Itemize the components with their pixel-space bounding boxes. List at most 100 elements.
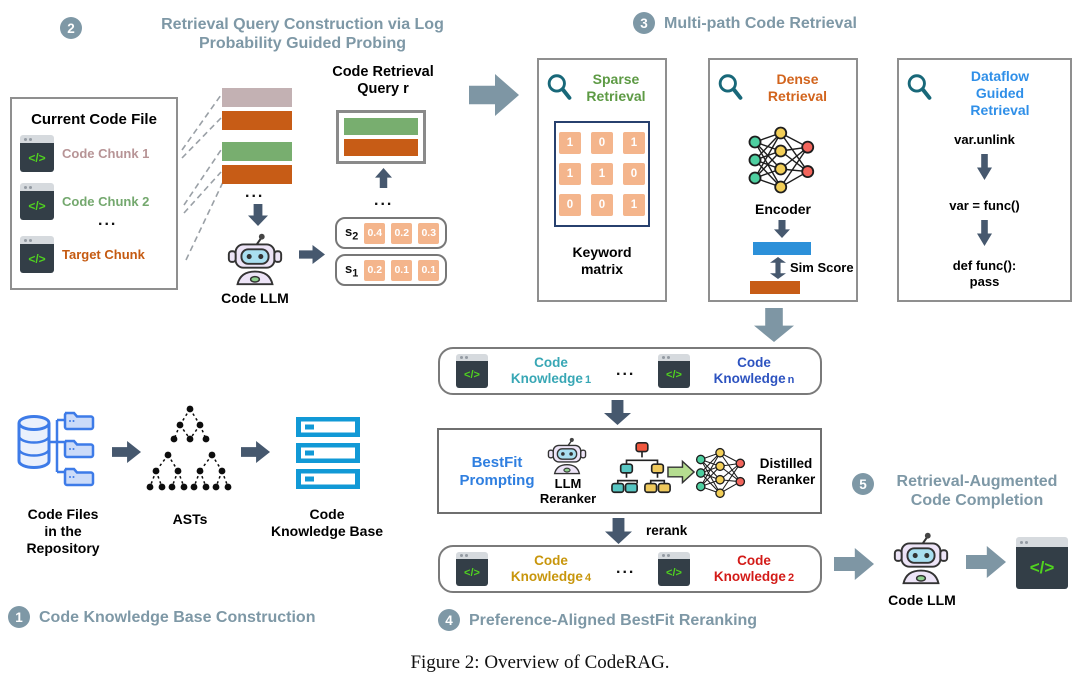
current-code-file-title: Current Code File bbox=[31, 111, 157, 128]
magnifier-icon bbox=[546, 72, 573, 102]
sim-score-arrow bbox=[770, 257, 786, 279]
completion-code-llm-robot-icon bbox=[890, 526, 952, 588]
code-window-icon: </> bbox=[20, 183, 54, 220]
scores-ellipsis: ... bbox=[374, 192, 394, 209]
code-embedding-bar bbox=[750, 281, 800, 294]
code-window-icon: </> bbox=[456, 354, 488, 388]
encoder-label: Encoder bbox=[754, 201, 811, 217]
distilled-reranker-network-icon bbox=[693, 446, 749, 500]
query-embedding-bar bbox=[753, 242, 811, 255]
section-2-title: Retrieval Query Construction via Log Pro… bbox=[161, 16, 444, 52]
arrow-files-to-asts bbox=[112, 441, 141, 463]
big-arrow-llm-to-output bbox=[966, 546, 1006, 578]
section-3-badge: 3 bbox=[633, 12, 655, 34]
score-cell: 0.1 bbox=[418, 259, 440, 281]
arrow-asts-to-kb bbox=[241, 441, 270, 463]
code-window-icon: </> bbox=[20, 135, 54, 172]
code-window-icon: </> bbox=[456, 552, 488, 586]
chunk-bar-orange-2 bbox=[222, 165, 292, 184]
preference-tree-icon bbox=[611, 440, 673, 498]
code-chunk-2-row: </> Code Chunk 2 bbox=[20, 183, 149, 220]
query-bar-orange bbox=[344, 139, 418, 156]
score-row-s2: s2 0.4 0.2 0.3 bbox=[335, 217, 447, 249]
down-arrow-encoder bbox=[774, 220, 790, 238]
score-cell: 0.2 bbox=[364, 259, 386, 281]
code-chunk-1-label: Code Chunk 1 bbox=[62, 146, 150, 161]
completion-code-llm-label: Code LLM bbox=[888, 592, 956, 608]
asts-tree-icon bbox=[146, 403, 234, 493]
arrow-knowledge-to-bestfit bbox=[604, 400, 631, 425]
right-arrow-llm-to-scores bbox=[299, 245, 325, 264]
score-row-s1: s1 0.2 0.1 0.1 bbox=[335, 254, 447, 286]
magnifier-icon bbox=[906, 72, 933, 102]
section-2-badge: 2 bbox=[60, 17, 82, 39]
rerank-arrow bbox=[605, 518, 632, 544]
score-cell: 0.1 bbox=[391, 259, 413, 281]
big-arrow-retrieval-to-knowledge bbox=[754, 308, 794, 342]
knowledge-ellipsis: ... bbox=[616, 362, 636, 379]
query-bar-green bbox=[344, 118, 418, 135]
dataflow-arrow-2 bbox=[977, 220, 992, 246]
magnifier-icon bbox=[717, 72, 744, 102]
section-4-badge: 4 bbox=[438, 609, 460, 631]
target-chunk-row: </> Target Chunk bbox=[20, 236, 145, 273]
rerank-label: rerank bbox=[646, 523, 688, 538]
score-cell: 0.4 bbox=[364, 222, 386, 244]
dataflow-step-2: var = func() bbox=[949, 198, 1020, 213]
distill-green-arrow-icon bbox=[667, 459, 696, 485]
dataflow-step-1: var.unlink bbox=[954, 132, 1015, 147]
score-cell: 0.3 bbox=[418, 222, 440, 244]
chunk-bar-mauve bbox=[222, 88, 292, 107]
encoder-network-icon bbox=[744, 124, 820, 196]
section-5-badge: 5 bbox=[852, 473, 874, 495]
repository-files-icon bbox=[13, 407, 97, 495]
section-1-badge: 1 bbox=[8, 606, 30, 628]
llm-reranker-robot-icon bbox=[545, 433, 589, 477]
down-arrow-to-llm bbox=[248, 204, 268, 226]
current-code-file-box: Current Code File </> Code Chunk 1 </> C… bbox=[10, 97, 178, 290]
chunk-bar-orange bbox=[222, 111, 292, 130]
code-window-icon: </> bbox=[658, 552, 690, 586]
figure-caption: Figure 2: Overview of CodeRAG. bbox=[410, 652, 670, 673]
knowledge-base-server-icon bbox=[294, 415, 362, 493]
chunk-bar-green bbox=[222, 142, 292, 161]
section-3-title: Multi-path Code Retrieval bbox=[664, 15, 857, 32]
big-arrow-query-to-retrieval bbox=[469, 74, 519, 116]
code-llm-robot-icon bbox=[224, 227, 286, 289]
code-llm-label: Code LLM bbox=[221, 290, 289, 306]
section-1-title: Code Knowledge Base Construction bbox=[39, 609, 316, 626]
code-window-icon: </> bbox=[658, 354, 690, 388]
query-box bbox=[336, 110, 426, 164]
section-4-title: Preference-Aligned BestFit Reranking bbox=[469, 612, 758, 629]
target-chunk-label: Target Chunk bbox=[62, 247, 145, 262]
completed-code-icon: </> bbox=[1016, 537, 1068, 589]
code-window-icon: </> bbox=[20, 236, 54, 273]
knowledge-ellipsis: ... bbox=[616, 560, 636, 577]
bars-ellipsis: ... bbox=[245, 184, 265, 201]
asts-label: ASTs bbox=[172, 511, 208, 527]
